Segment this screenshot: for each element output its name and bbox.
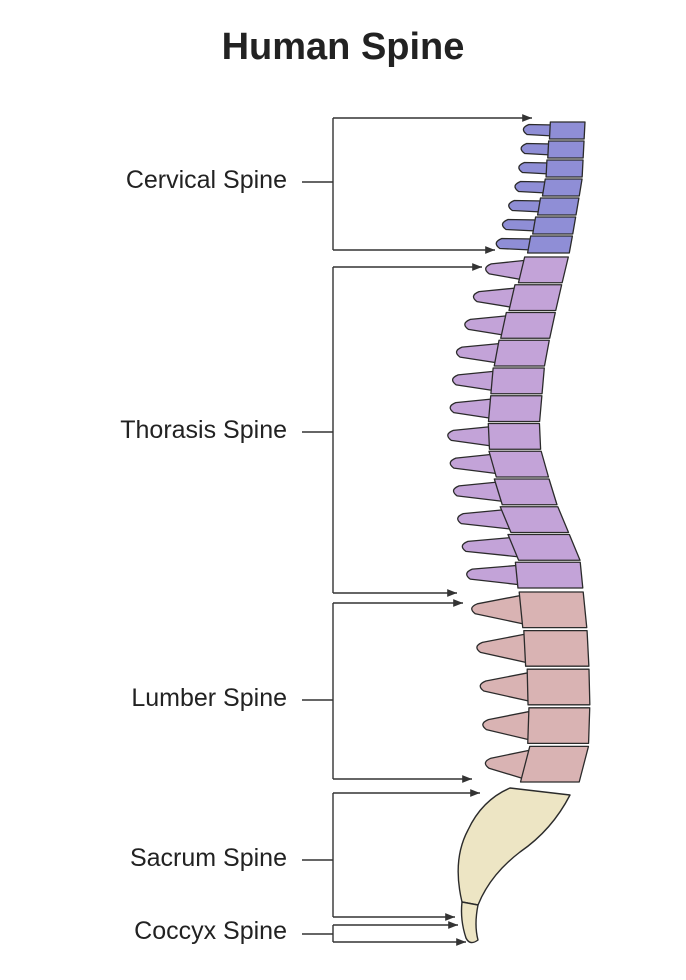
lumbar-vertebra-1-body	[518, 591, 588, 629]
cervical-vertebra-2-process	[520, 142, 554, 156]
thoracic-vertebra-4-body	[493, 339, 550, 367]
leader-lines	[302, 114, 532, 946]
sacrum-bone	[457, 787, 571, 906]
thoracic-vertebra-5-body	[490, 367, 545, 395]
cervical-vertebra-4-body	[541, 178, 583, 197]
diagram-title: Human Spine	[221, 26, 465, 68]
thoracic-vertebra-6-body	[487, 395, 543, 423]
lumbar-vertebra-2-body	[523, 629, 590, 667]
thoracic-vertebra-10-body	[499, 506, 570, 534]
thoracic-vertebra-12-body	[514, 561, 584, 589]
cervical-vertebra-7-body	[526, 235, 574, 254]
label-cervical-spine: Cervical Spine	[125, 166, 287, 194]
label-coccyx-spine: Coccyx Spine	[134, 917, 287, 945]
thoracic-vertebra-3-body	[500, 311, 556, 339]
thoracic-vertebra-1-process	[485, 259, 530, 281]
cervical-vertebra-4-process	[514, 180, 550, 194]
lumbar-vertebra-1-process	[471, 594, 528, 626]
lumbar-vertebra-2-process	[476, 632, 531, 664]
label-lumbar-spine: Lumber Spine	[131, 684, 287, 712]
thoracic-vertebra-1-body	[517, 256, 569, 284]
cervical-vertebra-5-process	[508, 199, 546, 213]
thoracic-vertebra-11-body	[507, 533, 581, 561]
thoracic-vertebra-8-body	[488, 450, 550, 478]
cervical-vertebra-3-body	[545, 159, 584, 178]
thoracic-vertebra-11-process	[461, 536, 524, 558]
thoracic-vertebra-7-body	[487, 422, 542, 450]
cervical-vertebra-1-process	[522, 123, 555, 137]
lumbar-vertebra-3-body	[526, 668, 591, 706]
cervical-vertebra-6-process	[501, 218, 541, 232]
lumbar-vertebra-5-process	[484, 748, 535, 780]
thoracic-vertebra-4-process	[455, 342, 504, 364]
thoracic-vertebra-2-process	[472, 287, 520, 309]
cervical-vertebra-5-body	[536, 197, 580, 216]
thoracic-vertebra-9-process	[452, 481, 507, 503]
thoracic-vertebra-12-process	[466, 564, 523, 586]
lumbar-vertebra-5-body	[519, 745, 590, 783]
label-thoracic-spine: Thorasis Spine	[120, 416, 287, 444]
cervical-vertebra-1-body	[548, 121, 586, 140]
thoracic-vertebra-5-process	[452, 370, 498, 392]
label-sacrum-spine: Sacrum Spine	[129, 844, 287, 872]
thoracic-vertebra-2-body	[508, 284, 563, 312]
spine-column	[447, 121, 591, 944]
cervical-vertebra-3-process	[518, 161, 552, 175]
coccyx-bone	[460, 901, 479, 944]
thoracic-vertebra-3-process	[464, 314, 511, 336]
thoracic-vertebra-9-body	[493, 478, 558, 506]
thoracic-vertebra-8-process	[449, 453, 501, 475]
thoracic-vertebra-7-process	[447, 425, 495, 447]
lumbar-vertebra-4-process	[482, 710, 534, 742]
lumbar-vertebra-3-process	[479, 671, 533, 703]
cervical-vertebra-7-process	[495, 237, 536, 251]
cervical-vertebra-6-body	[532, 216, 577, 235]
cervical-vertebra-2-body	[547, 140, 585, 159]
thoracic-vertebra-6-process	[449, 398, 496, 420]
thoracic-vertebra-10-process	[457, 509, 516, 531]
lumbar-vertebra-4-body	[527, 707, 591, 745]
